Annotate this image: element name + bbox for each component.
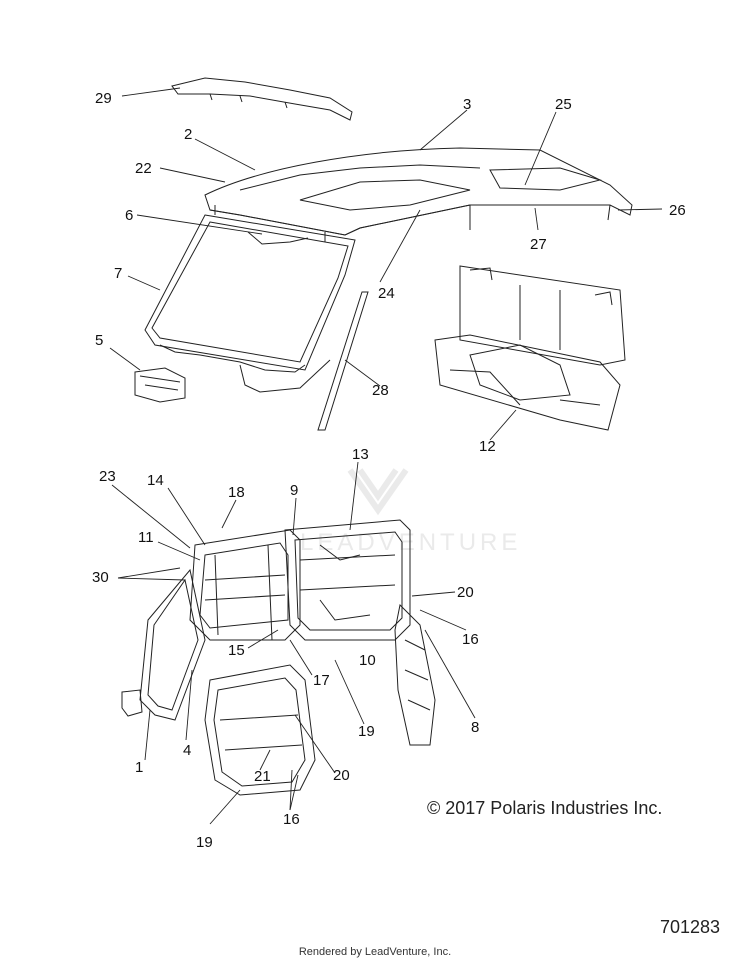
part-4-door-frame [139,568,206,721]
callout-20-upper: 20 [457,584,474,601]
callout-29: 29 [95,90,112,107]
callout-27: 27 [530,236,547,253]
callout-7: 7 [114,265,122,282]
door-assembly-left [189,529,301,641]
callout-12: 12 [479,438,496,455]
callout-3: 3 [463,96,471,113]
callout-19-lower: 19 [196,834,213,851]
callout-18: 18 [228,484,245,501]
callout-21: 21 [254,768,271,785]
callout-25: 25 [555,96,572,113]
part-8-side-panel [394,603,436,746]
callout-1: 1 [135,759,143,776]
callout-16-lower: 16 [283,811,300,828]
callout-28: 28 [372,382,389,399]
watermark: LEADVENTURE [300,468,521,556]
callout-9: 9 [290,482,298,499]
leader-lines [109,87,663,825]
part-12-rear-panel [434,265,626,431]
callout-30: 30 [92,569,109,586]
callout-15: 15 [228,642,245,659]
copyright-notice: © 2017 Polaris Industries Inc. [427,798,663,818]
callout-11: 11 [138,529,154,546]
callout-10: 10 [359,652,376,669]
part-10-center-panel [284,519,411,641]
callout-4: 4 [183,742,191,759]
callout-2: 2 [184,126,192,143]
callout-23: 23 [99,468,116,485]
part-29-trim-strip [171,77,353,121]
callout-8: 8 [471,719,479,736]
part-7-windshield [144,214,356,393]
part-28-seal-strip [317,291,369,431]
callout-20-lower: 20 [333,767,350,784]
callout-24: 24 [378,285,395,302]
callout-13: 13 [352,446,369,463]
callout-16-upper: 16 [462,631,479,648]
callout-17: 17 [313,672,330,689]
part-21-lower-trim [204,664,316,796]
callout-5: 5 [95,332,103,349]
footer-credit: Rendered by LeadVenture, Inc. [298,946,452,958]
part-5-washer [134,367,186,403]
callout-22: 22 [135,160,152,177]
callout-19-upper: 19 [358,723,375,740]
watermark-text: LEADVENTURE [300,529,521,556]
roof-assembly [204,147,633,242]
part-1-bracket [121,689,143,717]
callout-labels: 29 3 25 2 22 6 26 27 7 24 5 28 12 13 23 … [92,90,686,851]
callout-26: 26 [669,202,686,219]
drawing-number: 701283 [660,917,721,937]
callout-6: 6 [125,207,133,224]
callout-14: 14 [147,472,164,489]
